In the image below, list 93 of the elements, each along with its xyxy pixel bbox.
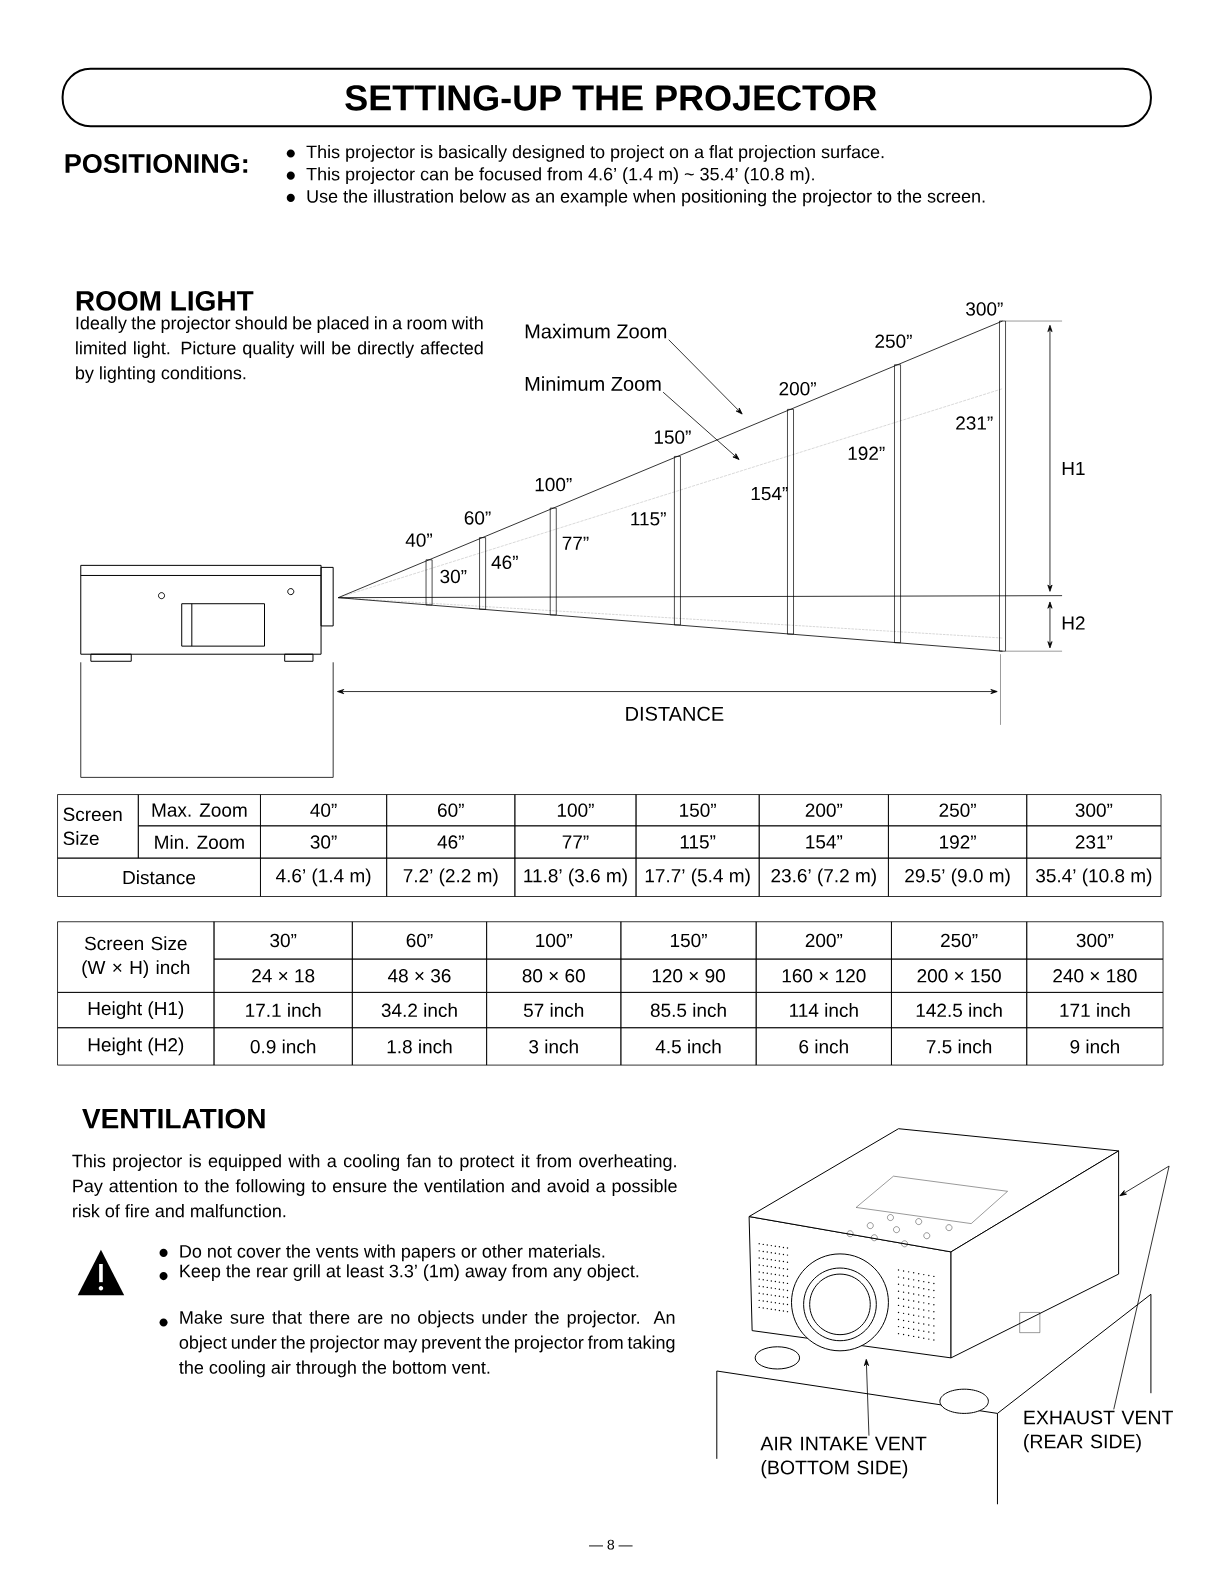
table-cell: 24 × 18 xyxy=(213,958,353,993)
table-cell: 150” xyxy=(620,921,757,960)
bullet-item: This projector is basically designed to project on a flat projection surface. xyxy=(286,145,884,162)
table-cell: 34.2 inch xyxy=(352,992,488,1029)
leader-arrow xyxy=(1113,1165,1170,1410)
screen-size-label: 150” xyxy=(655,430,691,444)
callout-label: EXHAUST VENT (REAR SIDE) xyxy=(1024,1410,1174,1453)
table-cell: 4.5 inch xyxy=(620,1027,757,1066)
table-cell: 250” xyxy=(891,921,1028,960)
table-cell: 9 inch xyxy=(1026,1027,1164,1066)
table-cell: 160 × 120 xyxy=(755,958,893,993)
table-cell: 60” xyxy=(352,921,488,960)
screen-size-label: 60” xyxy=(464,511,491,525)
dimension-label: DISTANCE xyxy=(626,706,724,721)
section-heading: VENTILATION xyxy=(82,1108,265,1129)
screen-size-label: 30” xyxy=(440,569,467,584)
table-cell: 240 × 180 xyxy=(1026,958,1164,993)
table-cell: 57 inch xyxy=(486,992,622,1029)
table-cell: Screen Size (W × H) inch xyxy=(57,921,215,993)
screen-size-label: 250” xyxy=(875,334,912,348)
paragraph: This projector is equipped with a cooling fan to protect it from overheating. Pay attention to the following to ensure the ventilation and avoid a possible risk of fire and malfunction. xyxy=(72,1154,677,1218)
bullet-item: Use the illustration below as an example when positioning the projector to the screen. xyxy=(286,189,985,207)
screen-size-label: 300” xyxy=(966,302,1003,316)
paragraph: Ideally the projector should be placed in a room with limited light. Picture quality will be directly affected by lighting conditions. xyxy=(76,316,483,383)
zoom-label: Minimum Zoom xyxy=(526,376,661,391)
table-cell: 142.5 inch xyxy=(891,992,1028,1029)
table-cell: 150” xyxy=(635,794,760,827)
table-cell: 1.8 inch xyxy=(352,1027,488,1066)
table-cell: 154” xyxy=(759,825,889,859)
table-cell: Max. Zoom xyxy=(138,794,262,827)
bullet-item: Do not cover the vents with papers or other materials. xyxy=(159,1244,605,1262)
table-cell: 48 × 36 xyxy=(352,958,488,993)
table-cell: 250” xyxy=(888,794,1028,827)
table-cell: 6 inch xyxy=(755,1027,893,1066)
table-cell: Height (H2) xyxy=(57,1027,215,1066)
table-cell: Height (H1) xyxy=(57,992,215,1029)
table-cell: 7.5 inch xyxy=(891,1027,1028,1066)
table-cell: 17.7’ (5.4 m) xyxy=(635,857,760,897)
dimension-label: H2 xyxy=(1063,616,1085,630)
table-cell: 30” xyxy=(213,921,353,960)
table-cell: 60” xyxy=(386,794,516,827)
table-cell: 7.2’ (2.2 m) xyxy=(386,857,516,897)
table-cell: Screen Size xyxy=(57,794,139,859)
table-cell: 171 inch xyxy=(1026,992,1164,1029)
table-cell: 17.1 inch xyxy=(213,992,353,1029)
table-cell: Min. Zoom xyxy=(138,825,262,859)
leader-arrow xyxy=(864,1358,870,1436)
screen-size-label: 192” xyxy=(848,446,885,460)
table-cell: 4.6’ (1.4 m) xyxy=(260,857,388,897)
page-number: — 8 — xyxy=(589,1539,633,1550)
bullet-item: This projector can be focused from 4.6’ (1.4 m) ~ 35.4’ (10.8 m). xyxy=(286,167,815,185)
table-cell: 23.6’ (7.2 m) xyxy=(759,857,889,897)
dimension-label: H1 xyxy=(1063,461,1085,475)
table-cell: 40” xyxy=(260,794,388,827)
callout-label: AIR INTAKE VENT (BOTTOM SIDE) xyxy=(760,1436,927,1479)
table-cell: 100” xyxy=(514,794,637,827)
table-cell: 200” xyxy=(755,921,893,960)
table-cell: 120 × 90 xyxy=(620,958,757,993)
table-cell: 29.5’ (9.0 m) xyxy=(888,857,1028,897)
screen-size-label: 40” xyxy=(405,533,433,547)
table-cell: 11.8’ (3.6 m) xyxy=(514,857,637,897)
table-cell: 35.4’ (10.8 m) xyxy=(1026,857,1162,897)
bullet-item: Keep the rear grill at least 3.3’ (1m) away from any object. xyxy=(159,1264,639,1281)
screen-size-label: 100” xyxy=(535,477,572,492)
leader-arrow xyxy=(668,339,743,415)
title-banner: SETTING-UP THE PROJECTOR xyxy=(61,67,1153,128)
screen-size-label: 46” xyxy=(491,555,518,570)
screen-size-label: 77” xyxy=(562,536,589,550)
table-cell: 192” xyxy=(888,825,1028,859)
table-cell: 200” xyxy=(759,794,889,827)
table-cell: 0.9 inch xyxy=(213,1027,353,1066)
screen-size-label: 231” xyxy=(956,416,993,430)
table-cell: 200 × 150 xyxy=(891,958,1028,993)
table-cell: 85.5 inch xyxy=(620,992,757,1029)
table-cell: 100” xyxy=(486,921,622,960)
screen-size-label: 200” xyxy=(779,381,817,396)
table-cell: 115” xyxy=(635,825,760,859)
section-heading: POSITIONING: xyxy=(65,154,248,174)
table-cell: 80 × 60 xyxy=(486,958,622,993)
table-cell: 300” xyxy=(1026,794,1162,827)
table-cell: 3 inch xyxy=(486,1027,622,1066)
table-cell: 300” xyxy=(1026,921,1164,960)
table-cell: 231” xyxy=(1026,825,1162,859)
table-cell: 77” xyxy=(514,825,637,859)
table-cell: 46” xyxy=(386,825,516,859)
section-heading: ROOM LIGHT xyxy=(76,290,254,311)
table-cell: Distance xyxy=(57,857,262,897)
leader-arrow xyxy=(662,391,740,460)
table-cell: 114 inch xyxy=(755,992,893,1029)
table-cell: 30” xyxy=(260,825,388,859)
zoom-label: Maximum Zoom xyxy=(526,323,667,339)
screen-size-label: 115” xyxy=(631,512,666,526)
bullet-item: Make sure that there are no objects under the projector. An object under the projector may prevent the projector from taking the cooling air through the bottom vent. xyxy=(159,1310,675,1378)
